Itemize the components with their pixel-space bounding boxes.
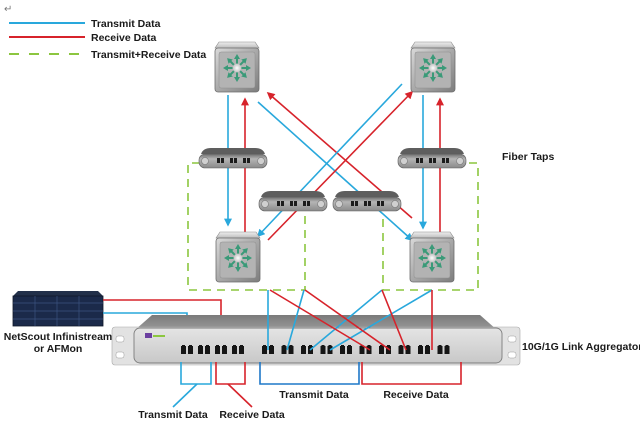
fiber-taps-label: Fiber Taps bbox=[502, 151, 554, 163]
legend-item-transmit: Transmit Data bbox=[9, 18, 161, 30]
link-receive-cross-right bbox=[267, 90, 414, 241]
netscout-appliance[interactable] bbox=[12, 291, 104, 327]
net-cable-5 bbox=[269, 289, 371, 351]
tool-receive-label: Receive Data bbox=[219, 409, 285, 421]
aggregator-logo bbox=[145, 333, 165, 338]
fiber-tap-center-left[interactable] bbox=[258, 190, 328, 212]
monitor-label-line1: NetScout Infinistream bbox=[4, 331, 113, 343]
bracket-network-transmit bbox=[259, 362, 360, 385]
cross-links bbox=[256, 83, 414, 242]
fiber-tap-center-right[interactable] bbox=[332, 190, 402, 212]
network-receive-label: Receive Data bbox=[383, 389, 449, 401]
net-cable-7 bbox=[381, 289, 407, 351]
net-cable-3 bbox=[309, 289, 383, 351]
port-brackets bbox=[172, 362, 462, 408]
switch-bottom-right[interactable] bbox=[409, 231, 455, 283]
switch-top-left[interactable] bbox=[214, 41, 260, 93]
tap-link-left bbox=[187, 162, 306, 291]
bracket-tool-receive bbox=[215, 362, 246, 385]
return-mark: ↵ bbox=[4, 4, 12, 15]
link-aggregator[interactable] bbox=[111, 315, 521, 366]
link-aggregator-label: 10G/1G Link Aggregator bbox=[522, 341, 640, 353]
net-cable-6 bbox=[304, 289, 391, 351]
switch-top-right[interactable] bbox=[410, 41, 456, 93]
link-transmit-cross-left bbox=[256, 83, 403, 238]
switch-bottom-left[interactable] bbox=[215, 231, 261, 283]
network-transmit-label: Transmit Data bbox=[279, 389, 349, 401]
legend-label-transmit: Transmit Data bbox=[91, 18, 161, 30]
bracket-network-receive bbox=[361, 362, 462, 385]
net-cable-2 bbox=[286, 289, 305, 351]
monitor-label-line2: or AFMon bbox=[34, 343, 83, 355]
net-cable-4 bbox=[329, 289, 433, 351]
legend-label-transmit-receive: Transmit+Receive Data bbox=[91, 49, 206, 61]
fiber-tap-left[interactable] bbox=[198, 147, 268, 169]
pointer-tool-transmit bbox=[172, 383, 198, 408]
tool-transmit-label: Transmit Data bbox=[138, 409, 208, 421]
fiber-tap-right[interactable] bbox=[397, 147, 467, 169]
tap-monitor-links bbox=[187, 162, 479, 291]
pointer-tool-receive bbox=[227, 383, 253, 408]
legend-label-receive: Receive Data bbox=[91, 32, 157, 44]
legend: Transmit Data Receive Data Transmit+Rece… bbox=[9, 18, 206, 61]
tap-link-right bbox=[382, 162, 479, 291]
network-cables bbox=[267, 289, 433, 351]
legend-item-transmit-receive: Transmit+Receive Data bbox=[9, 49, 206, 61]
legend-item-receive: Receive Data bbox=[9, 32, 157, 44]
